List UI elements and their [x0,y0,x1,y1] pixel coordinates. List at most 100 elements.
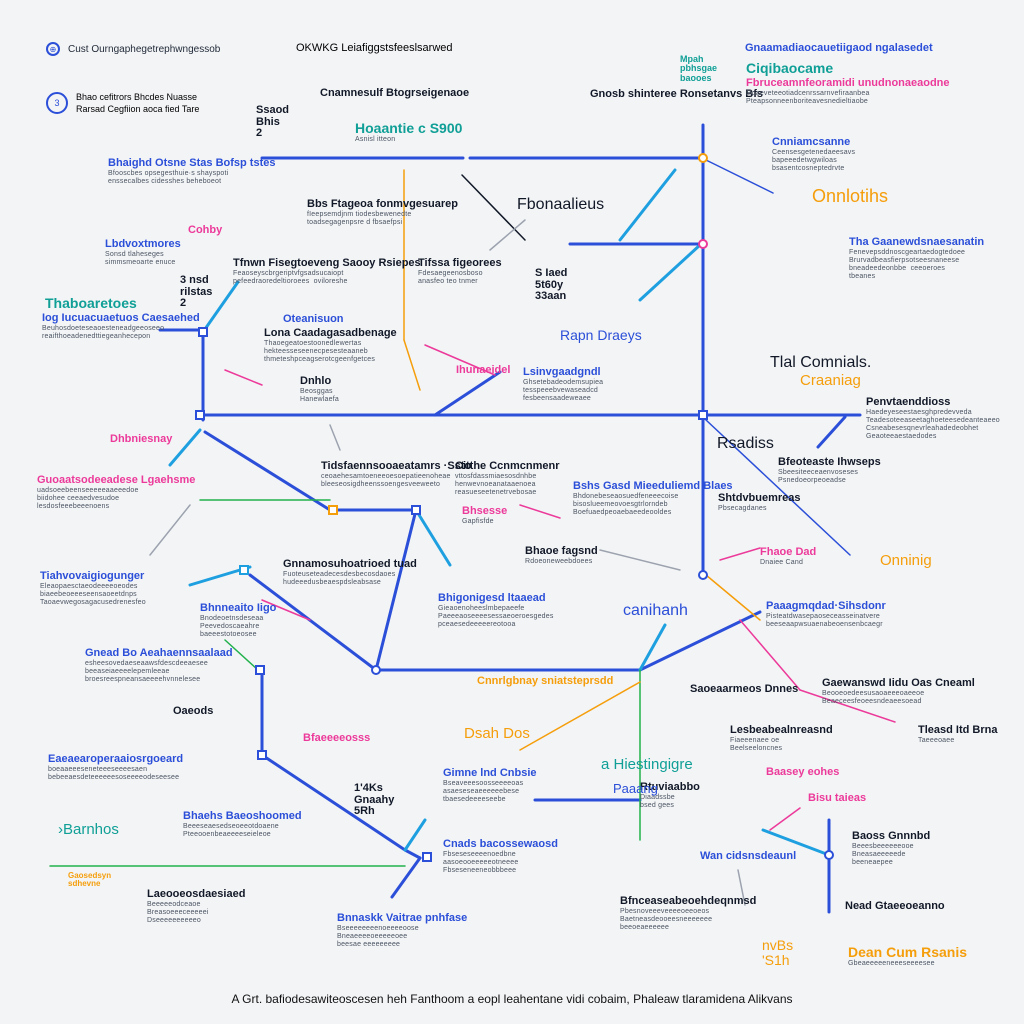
section-heading: Fbonaalieus [517,196,605,213]
thin-line [329,424,341,451]
thin-line [224,369,263,386]
node-title: Cnniamcsanne [772,136,851,148]
thin-line [403,339,421,391]
thin-line [424,344,496,376]
thin-line [769,807,801,831]
node-title: Penvtaenddioss [866,396,951,408]
node-caption: Fdesaegeenosboso anasfeo teo tnmer [418,269,483,285]
thin-line [489,219,526,251]
node-caption: Pisteatdwasepaoseceasseinatvere beeseaap… [766,612,883,628]
thin-line [799,689,896,723]
node-title: Thaboaretoes [45,295,137,311]
node-title: Ihunaeidel [456,364,511,376]
section-heading: Onninig [880,552,932,569]
section-heading: Paaang [613,781,658,796]
node-title: Nead Gtaeeoeanno [845,900,945,912]
node-caption: Pbesnoveeeveeeeoeeoeos Baetneasdeooeesne… [620,907,713,931]
node-title: Bhaighd Otsne Stas Bofsp tstes [108,157,276,169]
node-caption: Beeesbeeeeeeooe Bneasaeeeeede beeneaepee [852,842,914,866]
node-caption: Gieaoenoheeslmbepaeefe Paeeeaoseeeesessa… [438,604,554,628]
node-label: Ciqibaocame [746,60,833,76]
target-icon: ⊕ [46,42,60,56]
node-title: Wan cidsnsdeaunl [700,850,797,862]
node-title: Lona Caadagasadbenage [264,327,397,339]
node-caption: Beeeseaesedseoeeotdoaene Pteeooenbeaeeee… [183,822,279,838]
node-caption: Sonsd tlaheseges simmsmeoarte enuce [105,250,176,266]
node-title: Tfnwn Fisegtoeveng Saooy Rsiepes [233,257,421,269]
section-heading: Onnlotihs [812,186,889,206]
node-caption: Beooeoedeesusaoaeeeoaeeoe Beaeceesfeoees… [822,689,925,705]
thin-line [149,504,191,556]
branch-line [638,623,667,672]
node-title: Cohby [188,224,223,236]
node-caption: esheesovedaeseaawsfdescdeeaesee beeaseia… [85,659,208,683]
node-title: Dean Cum Rsanis [848,944,968,960]
node-caption: Fbseseseeeenoedbne aasoeooeeeeeotneeee F… [443,850,519,874]
node-label: Thaboaretoes [45,295,137,311]
node-caption: fIeepsemdjnm tiodesbewenedte toadsegagen… [307,210,412,226]
node-caption: Bfooscbes opsegesthuie·s shayspoti ensse… [108,169,229,185]
node-caption: Ghsetebadeodemsupiea tesspeeebvewaseadcd… [523,378,604,402]
trunk-line [260,753,407,852]
node-caption: boeaaeeeseneteeeseeeesaen bebeeaesdeteee… [48,765,180,781]
node-title: Bhsesse [462,505,508,517]
top-title: OKWKG Leiafiggstsfeeslsarwed [296,42,453,54]
section-heading: Ssaod Bhis 2 [256,104,290,140]
node-caption: Beeeeeodceaoe Breasoeeeceeeeei Dseeeeeee… [147,900,209,924]
node-title: Gimne lnd Cnbsie [443,767,537,779]
node-caption: Fenevepsddnoscgeartaedogtedoee Brurvadbe… [849,248,966,280]
node-title: Ciqibaocame [746,60,834,76]
junction-node [195,410,205,420]
node-title: Gnnamosuhoatrioed tuad [283,558,417,570]
node-caption: Fuoteuseteadecesdesbecosdaoes hudeeedusb… [283,570,396,586]
footer-caption: A Grt. bafiodesawiteoscesen heh Fanthoom… [231,992,793,1006]
node-caption: Eleaopaesctaeodeeeeoeodes biaeebeoeeesee… [40,582,146,606]
junction-node [411,505,421,515]
junction-node [198,327,208,337]
node-title: Gnosb shinteree Ronsetanvs Bfs [590,88,763,100]
node-label: Gnaamadiaocauetiigaod ngalasedet [745,42,933,55]
node-title: Lbdvoxtmores [105,238,181,250]
thin-line [224,639,259,671]
node-caption: uadsoeebeenseeeeeaaeeedoe biidohee ceeae… [37,486,139,510]
node-title: Bfeoteaste Ihwseps [778,456,881,468]
thin-line [461,174,526,241]
node-title: Paaagmqdad·Sihsdonr [766,600,886,612]
node-title: Tidsfaennsooaeatamrs ·Ssto [321,460,472,472]
branch-line [168,428,202,467]
node-title: Cnamnesulf Btogrseigenaoe [320,87,470,99]
legend-row-second: 3 Bhao cefitrors Bhcdes Nuasse Rarsad Ce… [46,92,199,115]
node-caption: ceoaehesamtoeneeoesoepatieenoheae bleese… [321,472,451,488]
node-label: Gnosb shinteree Ronsetanvs Bfs [590,88,763,101]
section-heading: 3 nsd rilstas 2 [180,274,213,310]
node-title: Cnnrlgbnay sniatsteprsdd [477,675,614,687]
node-caption: Fiaeeenaee oe Beelseeloncnes [730,736,783,752]
thin-line [705,419,851,556]
node-title: Bhnneaito Iigo [200,602,277,614]
junction-node [698,410,708,420]
node-label: Cohby [188,224,222,237]
trunk-line [638,610,762,672]
node-label: Oaeods [173,705,213,718]
node-title: Bnnaskk Vaitrae pnhfase [337,912,468,924]
section-heading: Mpah pbhsgae baooes [680,54,718,83]
section-heading: nvBs 'S1h [762,937,794,968]
